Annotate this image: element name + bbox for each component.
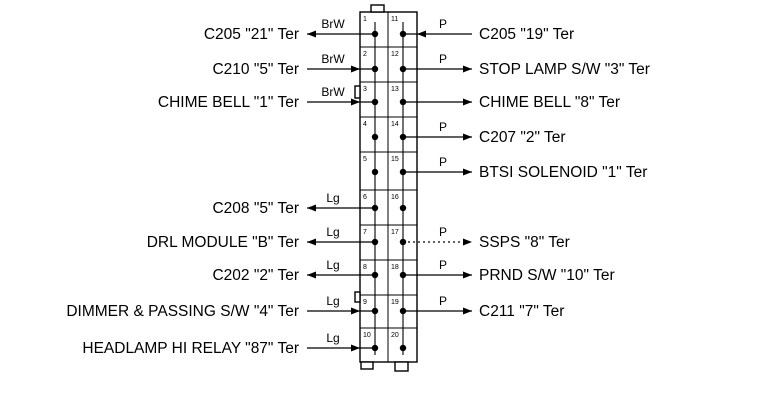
arrow-icon [351,344,360,352]
wire-color-label: P [439,17,447,31]
wire-color-label: Lg [326,294,339,308]
arrow-icon [463,307,472,315]
pin-number: 9 [363,299,367,306]
connector-bottom-tab-right [394,361,409,372]
pin-number: 20 [391,332,399,339]
wire-color-label: Lg [326,258,339,272]
wire-color-label: BrW [321,17,345,31]
pin-destination-label: PRND S/W "10" Ter [479,267,615,284]
connector-top-latch [370,4,385,13]
pin-destination-label: BTSI SOLENOID "1" Ter [479,164,647,181]
pin-destination-label: C208 "5" Ter [212,200,299,217]
pin-number: 13 [391,86,399,93]
pin-number: 8 [363,264,367,271]
pin-number: 4 [363,121,367,128]
connector-bottom-tab-left [360,361,374,370]
pin-number: 14 [391,121,399,128]
pin-destination-label: DRL MODULE "B" Ter [147,234,299,251]
arrow-icon [463,65,472,73]
pin-number: 2 [363,51,367,58]
arrow-icon [417,30,426,38]
wire-color-label: P [439,120,447,134]
wire-color-label: P [439,52,447,66]
connector-side-key-upper [354,85,361,99]
pin-destination-label: C205 "19" Ter [479,26,574,43]
pin-number: 3 [363,86,367,93]
pin-destination-label: CHIME BELL "8" Ter [479,94,620,111]
pin-destination-label: HEADLAMP HI RELAY "87" Ter [82,340,299,357]
wire-color-label: BrW [321,52,345,66]
connector-side-key-lower [354,291,361,303]
arrow-icon [307,30,316,38]
arrow-icon [307,271,316,279]
pin-destination-label: STOP LAMP S/W "3" Ter [479,61,650,78]
arrow-icon [351,307,360,315]
arrow-icon [463,238,472,246]
pin-number: 12 [391,51,399,58]
wire-color-label: P [439,294,447,308]
wire-color-label: Lg [326,331,339,345]
arrow-icon [463,168,472,176]
wire-color-label: P [439,225,447,239]
arrow-icon [351,98,360,106]
pin-number: 17 [391,229,399,236]
wire-color-label: P [439,155,447,169]
pin-number: 18 [391,264,399,271]
pin-destination-label: C207 "2" Ter [479,129,566,146]
arrow-icon [463,98,472,106]
pin-number: 1 [363,16,367,23]
pin-destination-label: C211 "7" Ter [479,303,564,320]
pin-destination-label: CHIME BELL "1" Ter [158,94,299,111]
arrow-icon [307,238,316,246]
pin-destination-label: DIMMER & PASSING S/W "4" Ter [66,303,299,320]
pin-destination-label: SSPS "8" Ter [479,234,570,251]
pin-number: 15 [391,156,399,163]
arrow-icon [351,65,360,73]
pin-number: 7 [363,229,367,236]
wire-color-label: BrW [321,85,345,99]
arrow-icon [463,133,472,141]
arrow-icon [307,204,316,212]
pin-contact [399,204,407,212]
pin-number: 16 [391,194,399,201]
pin-number: 11 [391,16,398,23]
pin-number: 10 [363,332,371,339]
pin-destination-label: C205 "21" Ter [204,26,299,43]
pin-number: 6 [363,194,367,201]
pin-contact [371,168,379,176]
pin-contact [399,344,407,352]
pin-number: 5 [363,156,367,163]
pin-destination-label: C210 "5" Ter [212,61,299,78]
wire-color-label: Lg [326,225,339,239]
pin-contact [371,133,379,141]
wire-color-label: P [439,258,447,272]
wire-color-label: Lg [326,191,339,205]
pin-number: 19 [391,299,399,306]
pin-destination-label: C202 "2" Ter [212,267,299,284]
arrow-icon [463,271,472,279]
